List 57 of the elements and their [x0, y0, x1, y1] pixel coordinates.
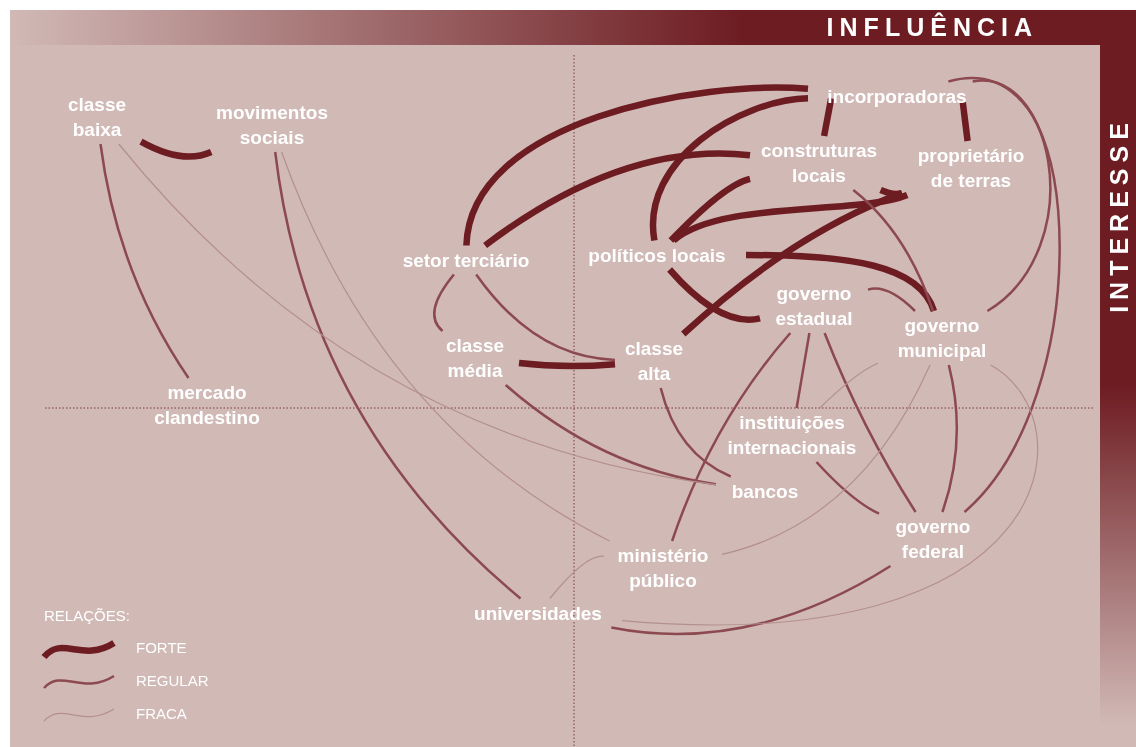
actor-label: universidades [458, 600, 618, 626]
actor-label: instituições internacionais [717, 410, 867, 460]
actor-label: classe média [435, 333, 515, 383]
relation-line [475, 273, 616, 362]
relation-line [963, 80, 1061, 513]
relation-line [621, 364, 1038, 626]
relation-line [852, 189, 935, 312]
relation-line [948, 77, 1052, 312]
relation-line [745, 251, 937, 313]
relation-line [815, 461, 880, 515]
relation-line [795, 332, 811, 409]
relation-line [959, 102, 971, 142]
relation-line [671, 191, 909, 244]
legend-title: RELAÇÕES: [44, 606, 130, 624]
relation-line [670, 332, 792, 542]
actor-label: setor terciário [381, 247, 551, 273]
relation-line [611, 564, 892, 636]
actor-label: governo federal [883, 514, 983, 564]
actor-label: classe baixa [57, 92, 137, 142]
relation-line [463, 84, 809, 247]
actor-label: incorporadoras [812, 83, 982, 109]
relation-line [879, 187, 903, 198]
actor-label: mercado clandestino [137, 380, 277, 430]
relation-line [820, 97, 835, 137]
legend-label: FORTE [136, 638, 187, 656]
relation-line [819, 362, 879, 409]
relation-line [721, 364, 931, 555]
actor-label: governo municipal [882, 313, 1002, 363]
legend-label: REGULAR [136, 671, 209, 689]
relation-line [823, 332, 917, 513]
relation-line [118, 143, 717, 486]
actor-label: políticos locais [572, 242, 742, 268]
relation-line [99, 143, 190, 379]
axis-title: INFLUÊNCIA [826, 12, 1038, 42]
relation-line [273, 151, 522, 600]
relation-line [433, 273, 455, 332]
relation-line [668, 175, 751, 243]
actor-label: proprietário de terras [906, 143, 1036, 193]
relation-line [483, 150, 751, 249]
actor-label: classe alta [619, 336, 689, 386]
actor-label: bancos [720, 478, 810, 504]
relation-line [549, 555, 605, 600]
relation-line [504, 384, 717, 486]
relation-line [941, 364, 959, 513]
relation-line [281, 151, 611, 542]
relation-line [649, 95, 809, 241]
relation-line [518, 359, 616, 370]
actor-label: movimentos sociais [207, 100, 337, 150]
axis-title: INTERESSE [1104, 117, 1134, 313]
relation-line [139, 138, 213, 160]
actor-label: construturas locais [754, 138, 884, 188]
actor-label: ministério público [608, 543, 718, 593]
actor-label: governo estadual [764, 281, 864, 331]
relation-line [667, 267, 761, 323]
legend-label: FRACA [136, 704, 187, 722]
relation-line [659, 387, 732, 478]
relation-line [867, 287, 916, 312]
